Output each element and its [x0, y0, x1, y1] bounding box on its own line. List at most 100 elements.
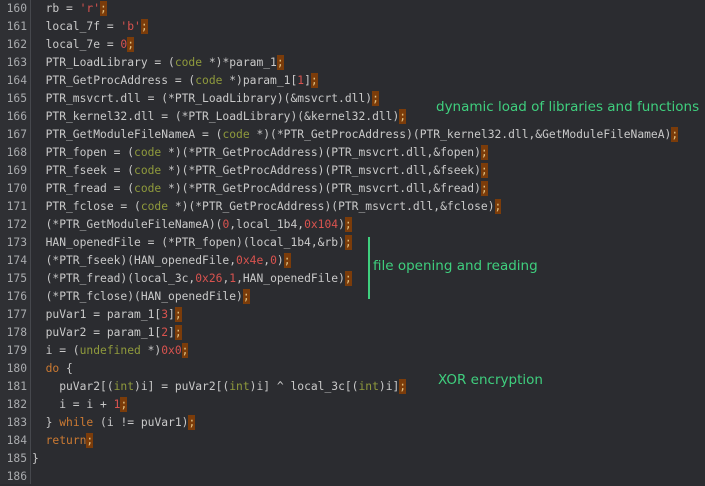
semicolon-token: ;	[86, 433, 94, 448]
code-token: (i != puVar1)	[93, 416, 189, 429]
type-token: code	[140, 200, 169, 213]
code-line[interactable]: 185}	[0, 450, 705, 468]
line-number: 178	[6, 326, 27, 339]
line-number: 160	[6, 2, 27, 15]
line-number: 183	[6, 416, 27, 429]
code-token: *)(*PTR_GetProcAddress)(PTR_msvcrt.dll,&…	[161, 146, 481, 159]
code-line[interactable]: 160 rb = 'r';	[0, 0, 705, 18]
line-number: 161	[6, 20, 27, 33]
code-line[interactable]: 182 i = i + 1;	[0, 396, 705, 414]
code-token: (*PTR_fseek)(HAN_openedFile,	[32, 254, 237, 267]
code-line[interactable]: 175 (*PTR_fread)(local_3c,0x26,1,HAN_ope…	[0, 270, 705, 288]
code-token: PTR_fclose = (	[32, 200, 141, 213]
code-token: i = i +	[32, 398, 114, 411]
code-text: puVar1 = param_1[3];	[32, 306, 182, 324]
code-line[interactable]: 170 PTR_fread = (code *)(*PTR_GetProcAdd…	[0, 180, 705, 198]
annotation-dynamic-load: dynamic load of libraries and functions	[436, 99, 700, 115]
code-line[interactable]: 164 PTR_GetProcAddress = (code *)param_1…	[0, 72, 705, 90]
code-token: )	[276, 254, 284, 267]
annotation-file-io: file opening and reading	[373, 258, 538, 274]
code-token: local_7e =	[32, 38, 121, 51]
line-number: 172	[6, 218, 27, 231]
code-token: )i]	[378, 380, 400, 393]
semicolon-token: ;	[480, 145, 488, 160]
code-line[interactable]: 174 (*PTR_fseek)(HAN_openedFile,0x4e,0);	[0, 252, 705, 270]
line-number: 165	[6, 92, 27, 105]
code-line[interactable]: 181 puVar2[(int)i] = puVar2[(int)i] ^ lo…	[0, 378, 705, 396]
code-line[interactable]: 183 } while (i != puVar1);	[0, 414, 705, 432]
code-line[interactable]: 163 PTR_LoadLibrary = (code *)*param_1;	[0, 54, 705, 72]
code-text: PTR_fopen = (code *)(*PTR_GetProcAddress…	[32, 144, 488, 162]
code-token: )i] ^ local_3c[(	[249, 380, 359, 393]
semicolon-token: ;	[140, 19, 148, 34]
code-token: *)*param_1	[202, 56, 277, 69]
line-number: 163	[6, 56, 27, 69]
type-token: code	[222, 128, 250, 141]
line-number: 162	[6, 38, 27, 51]
code-text: rb = 'r';	[32, 0, 107, 18]
line-number: 176	[6, 290, 27, 303]
line-number: 175	[6, 272, 27, 285]
type-token: int	[229, 380, 250, 393]
code-line[interactable]: 161 local_7f = 'b';	[0, 18, 705, 36]
code-text: i = (undefined *)0x0;	[32, 342, 189, 360]
type-token: code	[195, 74, 223, 87]
code-token: *)	[140, 344, 162, 357]
literal-token: 'r'	[79, 2, 101, 15]
code-token: )	[338, 218, 345, 231]
code-line[interactable]: 179 i = (undefined *)0x0;	[0, 342, 705, 360]
code-line[interactable]: 169 PTR_fseek = (code *)(*PTR_GetProcAdd…	[0, 162, 705, 180]
code-line[interactable]: 167 PTR_GetModuleFileNameA = (code *)(*P…	[0, 126, 705, 144]
code-line[interactable]: 186	[0, 468, 705, 486]
semicolon-token: ;	[399, 109, 407, 124]
code-text: PTR_GetModuleFileNameA = (code *)(*PTR_G…	[32, 126, 679, 144]
code-text: HAN_openedFile = (*PTR_fopen)(local_1b4,…	[32, 234, 352, 252]
code-text: (*PTR_fseek)(HAN_openedFile,0x4e,0);	[32, 252, 291, 270]
code-token: ,	[222, 272, 230, 285]
literal-token: 1	[113, 398, 121, 411]
code-line[interactable]: 165 PTR_msvcrt.dll = (*PTR_LoadLibrary)(…	[0, 90, 705, 108]
semicolon-token: ;	[399, 379, 407, 394]
code-token	[32, 362, 46, 375]
code-line[interactable]: 184 return;	[0, 432, 705, 450]
semicolon-token: ;	[242, 289, 250, 304]
code-line[interactable]: 172 (*PTR_GetModuleFileNameA)(0,local_1b…	[0, 216, 705, 234]
code-line[interactable]: 166 PTR_kernel32.dll = (*PTR_LoadLibrary…	[0, 108, 705, 126]
code-text: }	[32, 450, 39, 468]
code-line[interactable]: 171 PTR_fclose = (code *)(*PTR_GetProcAd…	[0, 198, 705, 216]
literal-token: 1	[297, 74, 305, 87]
annotation-xor: XOR encryption	[438, 372, 543, 388]
code-token: *)(*PTR_GetProcAddress)(PTR_msvcrt.dll,&…	[161, 182, 481, 195]
code-line[interactable]: 180 do {	[0, 360, 705, 378]
code-text: PTR_msvcrt.dll = (*PTR_LoadLibrary)(&msv…	[32, 90, 379, 108]
code-text: do {	[32, 360, 73, 378]
literal-token: 3	[161, 308, 169, 321]
keyword-token: do	[45, 362, 60, 375]
line-number: 184	[6, 434, 27, 447]
code-text: puVar2 = param_1[2];	[32, 324, 182, 342]
code-line[interactable]: 162 local_7e = 0;	[0, 36, 705, 54]
code-text: (*PTR_GetModuleFileNameA)(0,local_1b4,0x…	[32, 216, 352, 234]
literal-token: 2	[161, 326, 169, 339]
type-token: code	[134, 182, 162, 195]
code-token: }	[32, 416, 60, 429]
code-token: PTR_fopen = (	[32, 146, 135, 159]
code-line[interactable]: 168 PTR_fopen = (code *)(*PTR_GetProcAdd…	[0, 144, 705, 162]
code-token: HAN_openedFile = (*PTR_fopen)(local_1b4,…	[32, 236, 345, 249]
type-token: code	[134, 146, 162, 159]
code-token: local_7f =	[32, 20, 121, 33]
code-token: PTR_GetProcAddress = (	[32, 74, 196, 87]
code-token: rb =	[32, 2, 80, 15]
code-line[interactable]: 178 puVar2 = param_1[2];	[0, 324, 705, 342]
code-text: PTR_LoadLibrary = (code *)*param_1;	[32, 54, 284, 72]
code-line[interactable]: 177 puVar1 = param_1[3];	[0, 306, 705, 324]
code-line[interactable]: 176 (*PTR_fclose)(HAN_openedFile);	[0, 288, 705, 306]
type-token: int	[113, 380, 135, 393]
code-token: puVar2 = param_1[	[32, 326, 162, 339]
line-number: 168	[6, 146, 27, 159]
code-token: puVar1 = param_1[	[32, 308, 162, 321]
semicolon-token: ;	[344, 217, 352, 232]
code-token: PTR_fread = (	[32, 182, 135, 195]
code-line[interactable]: 173 HAN_openedFile = (*PTR_fopen)(local_…	[0, 234, 705, 252]
